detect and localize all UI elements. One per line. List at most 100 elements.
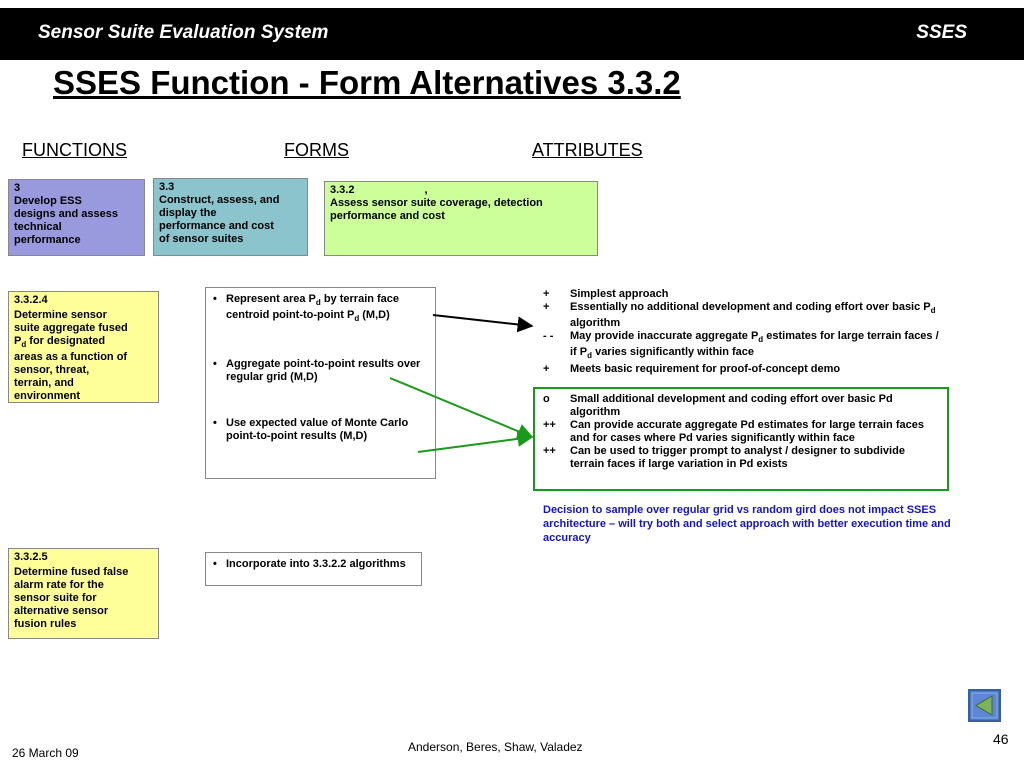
attribute-symbol: ++: [543, 419, 556, 431]
function-text: technical: [14, 221, 62, 233]
form-item: Aggregate point-to-point results over re…: [209, 358, 430, 384]
forms-heading: FORMS: [284, 140, 349, 160]
function-box-3-3-2-5: 3.3.2.5 Determine fused false alarm rate…: [8, 548, 159, 639]
function-text: sensor, threat,: [14, 364, 90, 377]
attribute-text: Small additional development and coding …: [570, 393, 893, 418]
function-text: Assess sensor suite coverage, detection: [330, 197, 543, 209]
function-text: Determine fused false: [14, 566, 129, 578]
header-bar: Sensor Suite Evaluation System SSES: [0, 8, 1024, 60]
function-text: of sensor suites: [159, 233, 244, 245]
attribute-item: ++ Can be used to trigger prompt to analy…: [543, 445, 939, 471]
attribute-item: o Small additional development and coding…: [543, 393, 939, 419]
function-number: 3.3: [159, 181, 175, 193]
arrow-form3-to-attributes: [417, 430, 534, 453]
function-text: alternative sensor: [14, 605, 109, 617]
comma: ,: [424, 184, 428, 196]
attribute-item: ++ Can provide accurate aggregate Pd esti…: [543, 419, 939, 445]
function-text: suite aggregate fused: [14, 322, 128, 334]
pd-subscript: d: [758, 335, 764, 345]
function-text: alarm rate for the: [14, 579, 104, 591]
function-text: terrain, and: [14, 377, 74, 390]
footer-date: 26 March 09: [12, 746, 79, 760]
form-text: Use expected value of Monte Carlo point-…: [226, 417, 409, 443]
function-text-segment: for designated: [26, 335, 106, 347]
pd-subscript: d: [354, 314, 360, 324]
function-text: designs and assess: [14, 208, 118, 220]
page-number: 46: [993, 731, 1009, 747]
function-text: Pd for designated: [14, 335, 153, 351]
app-title: Sensor Suite Evaluation System: [38, 22, 329, 43]
function-text: display the: [159, 207, 217, 219]
function-text: sensor suite for: [14, 592, 97, 604]
function-text: performance: [14, 234, 81, 246]
attributes-heading: ATTRIBUTES: [532, 140, 643, 160]
function-number: 3.3.2: [330, 184, 355, 196]
attribute-text: Simplest approach: [570, 288, 669, 300]
footer-authors: Anderson, Beres, Shaw, Valadez: [408, 740, 583, 754]
pd-subscript: d: [587, 351, 593, 361]
forms-box: Represent area Pd by terrain face centro…: [205, 287, 436, 479]
attribute-text-segment: estimates for large terrain faces / if P: [570, 330, 939, 359]
function-text: performance and cost: [330, 210, 445, 222]
attribute-item: + Essentially no additional development a…: [543, 301, 943, 330]
function-number: 3.3.2.4: [14, 294, 48, 306]
arrow-form1-to-attributes: [432, 314, 534, 333]
attribute-text: Meets basic requirement for proof-of-con…: [570, 362, 841, 375]
pd-subscript: d: [930, 306, 936, 316]
forms-list: Represent area Pd by terrain face centro…: [209, 293, 430, 443]
attribute-list-1: + Simplest approach + Essentially no addit…: [543, 288, 943, 376]
attribute-text: Can be used to trigger prompt to analyst…: [570, 445, 905, 470]
attribute-item: + Meets basic requirement for proof-of-co…: [543, 363, 943, 376]
form-item: Use expected value of Monte Carlo point-…: [209, 417, 430, 443]
forms-list-secondary: Incorporate into 3.3.2.2 algorithms: [209, 558, 416, 571]
function-text: environment: [14, 390, 81, 403]
function-number: 3.3.2.5: [14, 551, 48, 563]
form-item: Incorporate into 3.3.2.2 algorithms: [209, 558, 416, 571]
form-item: Represent area Pd by terrain face centro…: [209, 293, 430, 325]
function-text: areas as a function of: [14, 351, 128, 364]
attribute-text: May provide inaccurate aggregate Pd esti…: [570, 330, 943, 362]
slide-title: SSES Function - Form Alternatives 3.3.2: [53, 64, 681, 101]
form-text: Incorporate into 3.3.2.2 algorithms: [226, 558, 406, 570]
attribute-symbol: +: [543, 362, 550, 375]
pd-subscript: d: [315, 298, 321, 308]
attribute-text-segment: Essentially no additional development an…: [570, 301, 931, 313]
attribute-symbol: o: [543, 393, 550, 405]
function-number-line: 3.3.2,: [330, 184, 592, 197]
function-box-3: 3 Develop ESS designs and assess technic…: [8, 179, 145, 256]
form-text: (M,D): [359, 309, 390, 322]
form-text: Represent area P: [226, 293, 316, 305]
function-text: Develop ESS: [14, 195, 82, 207]
app-abbrev: SSES: [916, 22, 967, 43]
forms-box-secondary: Incorporate into 3.3.2.2 algorithms: [205, 552, 422, 586]
attribute-symbol: ++: [543, 445, 556, 457]
attribute-text-segment: varies significantly within face: [592, 346, 755, 359]
attribute-text-segment: algorithm: [570, 317, 621, 330]
attribute-text: Essentially no additional development an…: [570, 301, 943, 330]
decision-note: Decision to sample over regular grid vs …: [543, 504, 951, 544]
attribute-symbol: +: [543, 288, 550, 300]
attribute-item: - -May provide inaccurate aggregate Pd e…: [543, 330, 943, 362]
attribute-symbol: +: [543, 301, 550, 313]
function-box-3-3: 3.3 Construct, assess, and display the p…: [153, 178, 308, 256]
function-text: Construct, assess, and: [159, 194, 280, 206]
attribute-text-segment: May provide inaccurate aggregate P: [570, 330, 759, 343]
form-text: by terrain face centroid point-to-point …: [226, 293, 400, 322]
attribute-item: + Simplest approach: [543, 288, 943, 301]
arrow-form2-to-attributes: [389, 377, 534, 439]
attribute-text: Can provide accurate aggregate Pd estima…: [570, 419, 924, 444]
function-text: performance and cost: [159, 220, 274, 232]
back-triangle-icon: [971, 692, 998, 719]
function-number: 3: [14, 182, 21, 194]
attribute-list-2-box: o Small additional development and coding…: [533, 387, 949, 491]
function-text: fusion rules: [14, 618, 77, 630]
function-text: Determine sensor: [14, 309, 107, 321]
pd-subscript: d: [21, 340, 27, 350]
back-nav-button[interactable]: [968, 689, 1001, 722]
function-box-3-3-2: 3.3.2, Assess sensor suite coverage, det…: [324, 181, 598, 256]
pd-symbol: P: [14, 335, 22, 347]
attribute-symbol: - -: [543, 330, 554, 343]
function-box-3-3-2-4: 3.3.2.4 Determine sensor suite aggregate…: [8, 291, 159, 403]
form-text: Aggregate point-to-point results over re…: [226, 358, 421, 384]
